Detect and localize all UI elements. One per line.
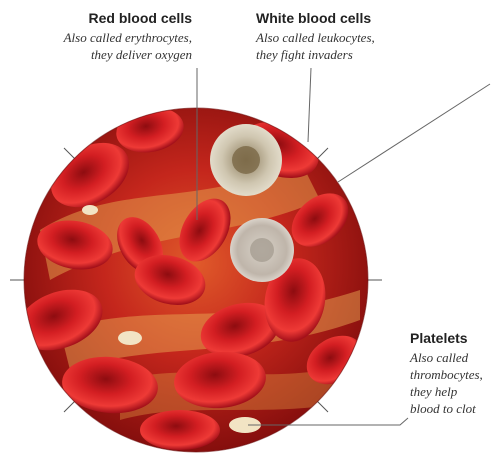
platelets-desc-line2: thrombocytes,: [410, 366, 483, 383]
platelets-desc-line4: blood to clot: [410, 400, 476, 417]
platelets-desc-line3: they help: [410, 383, 457, 400]
platelets-title: Platelets: [410, 330, 468, 346]
wbc-leader-line: [308, 68, 311, 142]
white-blood-cells-desc-line1: Also called leukocytes,: [256, 29, 375, 46]
blood-vessel-view: [9, 102, 372, 452]
red-blood-cells-title: Red blood cells: [89, 10, 192, 26]
platelets-desc-line1: Also called: [410, 349, 468, 366]
red-blood-cells-desc-line1: Also called erythrocytes,: [64, 29, 192, 46]
platelet: [118, 331, 142, 345]
platelet: [82, 205, 98, 215]
white-blood-cells-desc-line2: they fight invaders: [256, 46, 353, 63]
red-blood-cell: [140, 410, 220, 450]
red-blood-cells-desc-line2: they deliver oxygen: [91, 46, 192, 63]
white-blood-cells-title: White blood cells: [256, 10, 371, 26]
pointer-leader-line: [338, 84, 490, 182]
